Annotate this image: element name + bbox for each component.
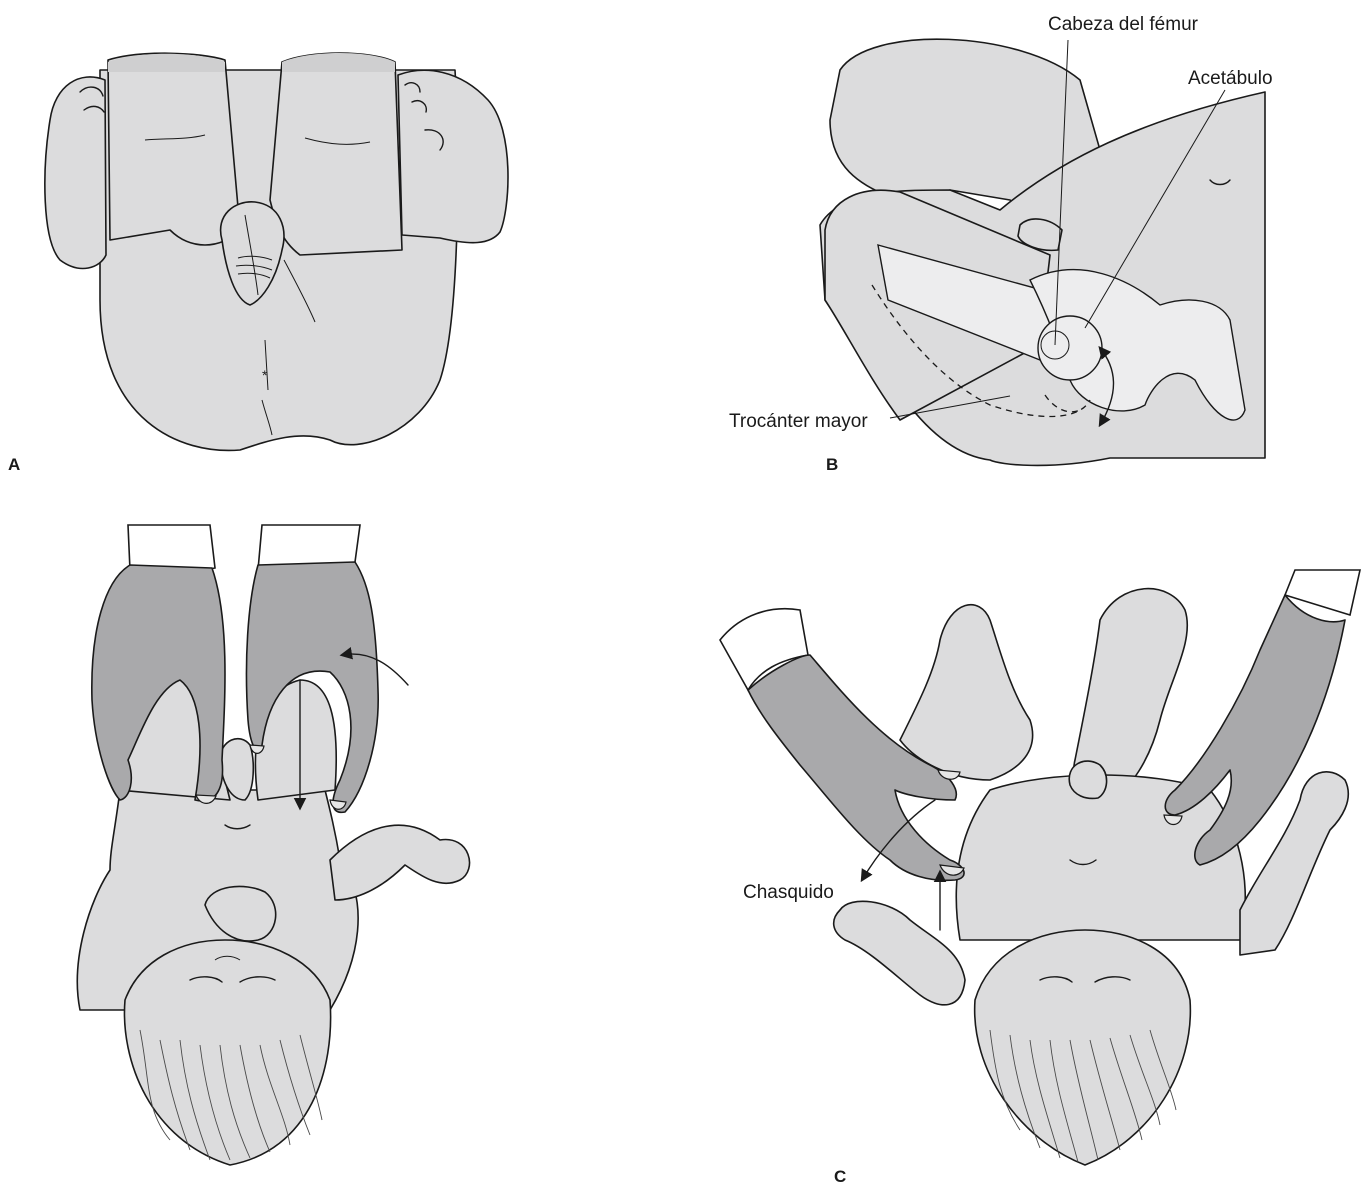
svg-text:*: * — [262, 367, 268, 383]
label-click: Chasquido — [743, 882, 834, 903]
left-foot — [45, 77, 106, 269]
label-greater-trochanter: Trocánter mayor — [729, 411, 868, 432]
label-femoral-head: Cabeza del fémur — [1048, 14, 1199, 35]
right-foot — [398, 70, 508, 242]
infant-genitals-c2 — [1069, 761, 1106, 798]
left-thigh — [108, 53, 240, 245]
infant-right-arm — [330, 825, 470, 900]
infant-left-arm-c2 — [834, 901, 965, 1005]
infant-head-c2 — [975, 930, 1191, 1165]
panel-a-infant-legs-flexed: * A — [8, 53, 508, 474]
panel-c-label: C — [834, 1167, 846, 1186]
panel-c-left-barlow-maneuver — [77, 525, 469, 1165]
panel-a-label: A — [8, 455, 20, 474]
panel-b-label: B — [826, 455, 838, 474]
infant-head — [124, 940, 330, 1165]
panel-b-hip-anatomy: Cabeza del fémur Acetábulo Trocánter may… — [729, 14, 1273, 474]
femoral-head — [1038, 316, 1102, 380]
infant-left-leg-c2 — [900, 605, 1033, 780]
right-thigh — [270, 53, 402, 255]
panel-c-right-ortolani-maneuver: Chasquido C — [720, 570, 1360, 1186]
label-acetabulum: Acetábulo — [1188, 68, 1273, 89]
